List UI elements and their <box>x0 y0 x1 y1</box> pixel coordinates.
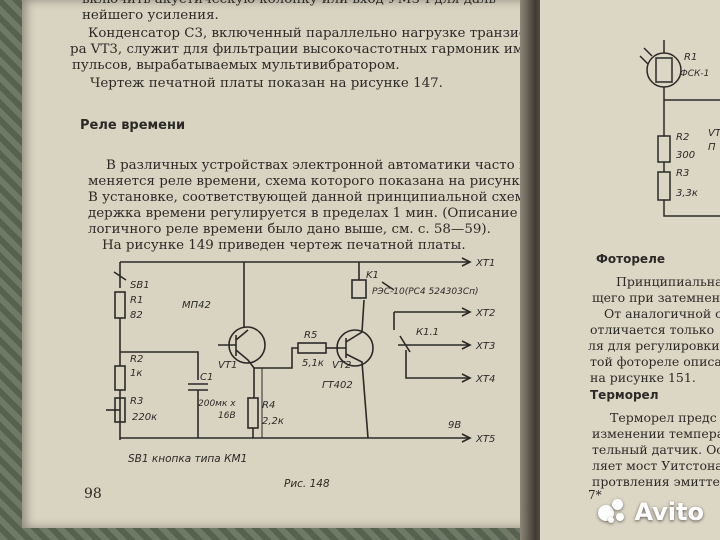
label-fsk: ФСК-1 <box>680 69 709 79</box>
avito-logo-icon <box>598 499 628 525</box>
label-r4: R4 <box>262 400 275 411</box>
text-line: той фотореле описа <box>590 354 720 369</box>
text-line: протвления эмиттер <box>592 474 720 489</box>
page-mark: 7* <box>588 488 602 502</box>
text-line: В различных устройствах электронной авто… <box>106 158 550 173</box>
relay-schematic: SB1 R1 82 R2 1к R3 220к C1 200мк x 16В М… <box>106 257 495 465</box>
label-r3-value: 3,3к <box>676 188 698 199</box>
label-k1: K1 <box>366 270 379 281</box>
photo-relay-schematic: R1 ФСК-1 R2 300 R3 3,3к VT П <box>639 40 720 217</box>
right-page: R1 ФСК-1 R2 300 R3 3,3к VT П Фотореле Пр… <box>540 0 720 540</box>
terminal-xt5: XT5 <box>475 434 495 445</box>
text-line: щего при затемнен <box>592 290 720 305</box>
text-line: пульсов, вырабатываемых мультивибратором… <box>72 58 400 73</box>
text-line: Чертеж печатной платы показан на рисунке… <box>90 76 443 91</box>
text-line: Конденсатор C3, включенный параллельно н… <box>88 26 547 41</box>
text-line: на рисунке 151. <box>590 370 696 385</box>
label-r3: R3 <box>676 168 689 179</box>
label-c1: C1 <box>200 372 213 383</box>
label-k1-1: К1.1 <box>416 327 439 338</box>
label-gt402: ГТ402 <box>322 380 353 391</box>
text-line: держка времени регулируется в пределах 1… <box>88 206 552 221</box>
section-heading-photorelay: Фотореле <box>596 252 665 266</box>
text-line: ляет мост Уитстона <box>592 458 720 473</box>
label-r1: R1 <box>130 295 143 306</box>
label-r2-value: 1к <box>130 368 142 379</box>
text-line: От аналогичной сх <box>604 306 720 321</box>
label-r2: R2 <box>130 354 143 365</box>
label-r4-value: 2,2к <box>262 416 284 427</box>
text-line: Принципиальна <box>616 274 720 289</box>
label-r1-value: 82 <box>130 310 143 321</box>
text-line: ра VT3, служит для фильтрации высокочаст… <box>70 42 528 57</box>
text-line: Терморел предс <box>610 410 717 425</box>
label-r5-value: 5,1к <box>302 358 324 369</box>
text-line: логичного реле времени было дано выше, с… <box>88 222 491 237</box>
label-r2: R2 <box>676 132 689 143</box>
text-line: включить акустическую колонку или вход У… <box>82 0 500 8</box>
text-line: меняется реле времени, схема которого по… <box>88 174 562 189</box>
schematic-note: SB1 кнопка типа КМ1 <box>128 453 247 465</box>
text-line: ля для регулировки <box>588 338 720 353</box>
label-r2-value: 300 <box>676 150 695 161</box>
text-line: тельный датчик. Осно <box>592 442 720 457</box>
page-number: 98 <box>84 486 102 502</box>
section-heading: Реле времени <box>80 118 186 133</box>
label-vt2: VT2 <box>332 360 351 371</box>
label-9v: 9В <box>448 420 461 431</box>
text-line: В установке, соответствующей данной прин… <box>88 190 565 205</box>
label-c1-voltage: 16В <box>218 411 236 421</box>
label-r3-value: 220к <box>132 412 157 423</box>
terminal-xt4: XT4 <box>475 374 495 385</box>
section-heading-thermorelay: Терморел <box>590 388 659 402</box>
text-line: На рисунке 149 приведен чертеж печатной … <box>102 238 466 253</box>
label-vt: VT <box>708 128 720 139</box>
terminal-xt3: XT3 <box>475 341 495 352</box>
label-vt1: VT1 <box>218 360 237 371</box>
figure-caption: Рис. 148 <box>284 478 330 490</box>
label-sb1: SB1 <box>130 280 150 291</box>
label-mp42: МП42 <box>182 300 211 311</box>
label-r3: R3 <box>130 396 143 407</box>
terminal-xt2: XT2 <box>475 308 495 319</box>
terminal-xt1: XT1 <box>475 258 495 269</box>
label-r5: R5 <box>304 330 317 341</box>
avito-watermark: Avito <box>598 498 704 526</box>
label-c1-value: 200мк x <box>198 399 236 409</box>
text-line: нейшего усиления. <box>82 8 219 23</box>
text-line: отличается только <box>590 322 715 337</box>
label-p: П <box>708 142 716 153</box>
label-r1: R1 <box>684 52 697 63</box>
text-line: изменении температу <box>592 426 720 441</box>
label-relay-type: РЭС-10(РС4 524303Сп) <box>372 287 479 297</box>
left-page: включить акустическую колонку или вход У… <box>22 0 564 528</box>
avito-wordmark: Avito <box>634 498 704 526</box>
